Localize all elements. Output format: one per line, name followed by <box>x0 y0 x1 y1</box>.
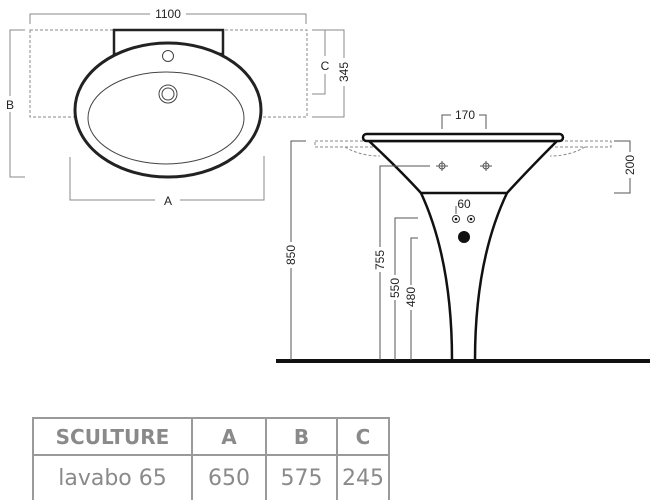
dim-line-480 <box>410 237 418 285</box>
dim-label-60: 60 <box>457 197 471 211</box>
dim-label-b: B <box>6 98 14 112</box>
table-cell: 245 <box>336 454 390 500</box>
dim-line-a-right <box>180 156 265 201</box>
drain-inner <box>161 87 175 101</box>
counter-bowl-dashed <box>344 146 586 157</box>
supply-left-icon <box>452 215 460 223</box>
basin-outer <box>73 41 263 179</box>
dim-line-345 <box>312 29 345 58</box>
table-header-row: SCULTURE A B C <box>32 417 390 456</box>
tap-hole <box>162 50 174 62</box>
basin-inner <box>87 71 245 165</box>
table-header: SCULTURE <box>32 417 193 456</box>
table-cell: 575 <box>265 454 338 500</box>
tap-left-icon <box>436 161 448 171</box>
dim-line-170-right <box>479 114 487 129</box>
dim-line-1100-right <box>186 13 307 24</box>
table-cell: 650 <box>191 454 267 500</box>
dim-line-345-lower <box>312 86 345 118</box>
dim-label-1100: 1100 <box>155 7 181 21</box>
dim-line-a <box>69 157 155 201</box>
dim-line-c <box>312 29 326 56</box>
dim-line-850 <box>290 140 306 242</box>
dim-label-c: C <box>321 59 330 73</box>
dim-line-b-lower <box>9 112 25 178</box>
tap-right-icon <box>480 161 492 171</box>
table-header: B <box>265 417 338 456</box>
top-view <box>9 13 345 201</box>
side-view <box>276 114 650 363</box>
drain-outlet-icon <box>458 231 470 243</box>
dim-label-170: 170 <box>455 108 475 122</box>
drain-outer <box>158 84 178 104</box>
table-row: lavabo 65 650 575 245 <box>32 454 390 500</box>
dim-line-550 <box>394 217 418 275</box>
dim-label-345: 345 <box>337 62 351 82</box>
dim-label-480: 480 <box>404 287 418 307</box>
dim-line-b <box>9 29 25 96</box>
dimensions-table: SCULTURE A B C lavabo 65 650 575 245 <box>32 417 390 500</box>
dim-line-170 <box>441 114 451 129</box>
dim-label-850: 850 <box>284 245 298 265</box>
dim-line-1100 <box>29 13 150 24</box>
bowl-body <box>365 139 561 195</box>
dim-line-755 <box>379 165 430 247</box>
basin-rim <box>361 132 565 143</box>
dim-label-550: 550 <box>388 278 402 298</box>
supply-right-icon <box>467 215 475 223</box>
dim-line-200 <box>614 140 631 152</box>
dim-line-c-lower <box>312 74 326 95</box>
dim-line-200-lower <box>614 178 631 194</box>
table-header: C <box>336 417 390 456</box>
pedestal <box>419 192 509 361</box>
table-cell: lavabo 65 <box>32 454 193 500</box>
dim-label-200: 200 <box>623 155 637 175</box>
table-header: A <box>191 417 267 456</box>
dim-label-755: 755 <box>373 250 387 270</box>
dim-label-a: A <box>164 194 172 208</box>
floor-line <box>276 359 650 363</box>
